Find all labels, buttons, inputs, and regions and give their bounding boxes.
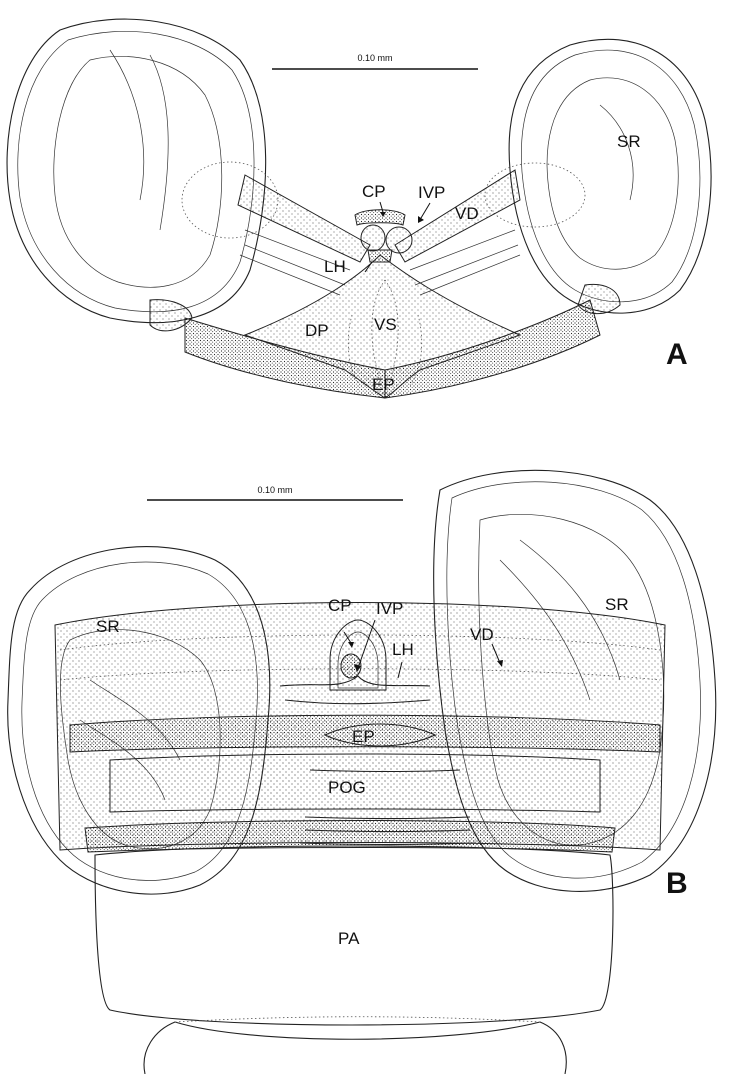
copulatory-pore-b <box>279 619 431 691</box>
scale-bar-b-label: 0.10 mm <box>257 485 292 495</box>
label-ivp-b: IVP <box>376 599 403 618</box>
label-vd-a: VD <box>455 204 479 223</box>
panel-label-b: B <box>666 867 688 900</box>
band-pog-b <box>109 753 601 813</box>
band-lower-b <box>84 820 616 853</box>
label-lh-b: LH <box>392 640 414 659</box>
label-pa-b: PA <box>338 929 360 948</box>
label-sr-left-b: SR <box>96 617 120 636</box>
spermatheca-left-a <box>6 18 279 332</box>
label-vs-a: VS <box>374 315 397 334</box>
copulatory-pore-a <box>354 209 413 263</box>
label-sr-a: SR <box>617 132 641 151</box>
band-ep-b <box>69 714 661 753</box>
panel-b: 0.10 mm <box>7 469 717 1074</box>
label-ep-b: EP <box>352 727 375 746</box>
label-ivp-a: IVP <box>418 183 445 202</box>
vaginal-duct-left-a <box>237 174 371 263</box>
panel-label-a: A <box>666 338 688 371</box>
label-sr-right-b: SR <box>605 595 629 614</box>
label-pog-b: POG <box>328 778 366 797</box>
label-dp-a: DP <box>305 321 329 340</box>
vaginal-duct-right-a <box>394 169 521 263</box>
label-vd-b: VD <box>470 625 494 644</box>
scale-bar-a-label: 0.10 mm <box>357 53 392 63</box>
label-cp-b: CP <box>328 596 352 615</box>
label-cp-a: CP <box>362 182 386 201</box>
panel-a: 0.10 mm <box>6 18 712 399</box>
spermatheca-right-a <box>484 38 712 315</box>
label-ep-a: EP <box>372 375 395 394</box>
label-lh-a: LH <box>324 257 346 276</box>
epigynal-bar-right-a <box>384 299 601 399</box>
pa-lower-edge-b <box>143 1021 567 1074</box>
pa-plate-b <box>94 845 614 1026</box>
